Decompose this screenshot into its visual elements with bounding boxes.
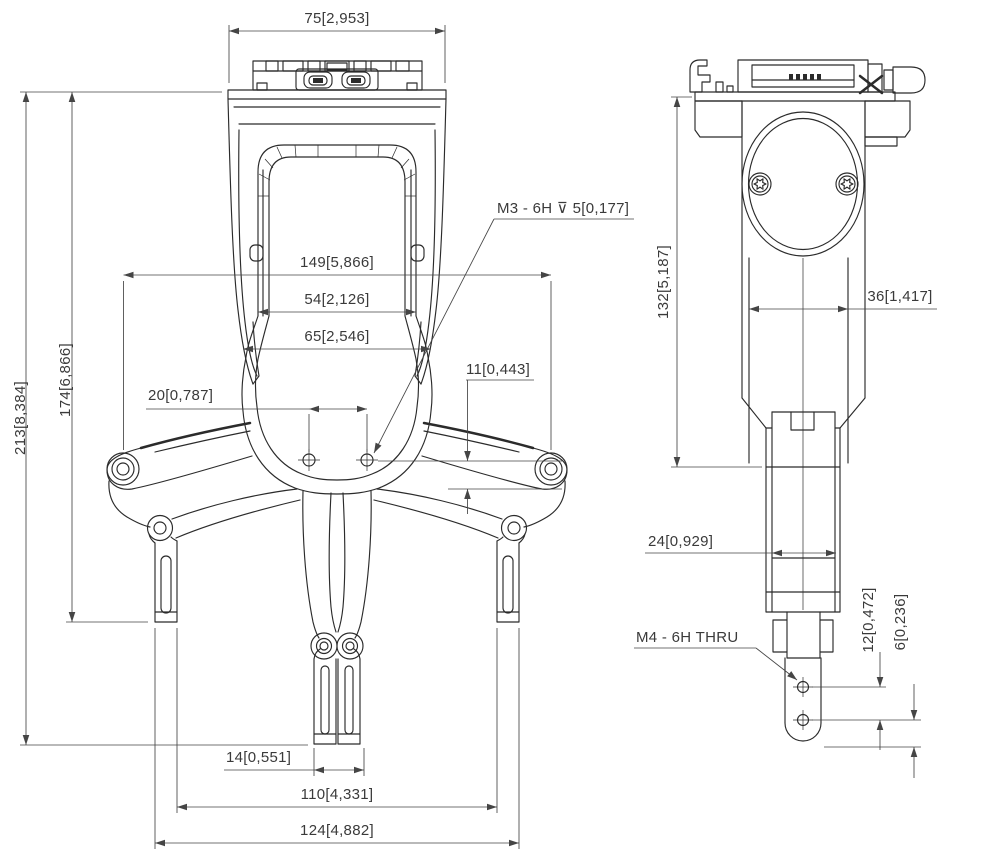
front-dimensions: 75[2,953] 213[8,384] 174[6,866] 149[5,86… [12, 10, 634, 849]
thread-callout-m3-label: M3 - 6H ⊽ 5[0,177] [497, 200, 629, 217]
front-arch [257, 144, 417, 317]
dim-174-label: 174[6,866] [57, 343, 74, 417]
pivot-hole [534, 452, 568, 486]
dim-65-label: 65[2,546] [304, 328, 369, 345]
pivot-hole [106, 452, 140, 486]
dim-110-label: 110[4,331] [301, 786, 374, 803]
front-housing [227, 98, 447, 385]
side-fingertip [784, 657, 822, 742]
dim-124-label: 124[4,882] [300, 822, 374, 839]
front-bell-body [241, 315, 433, 495]
front-right-arm [373, 421, 568, 623]
side-view: 132[5,187] 36[1,417] 24[0,929] M4 - 6H T… [634, 59, 937, 778]
side-body [694, 100, 911, 610]
side-dimensions: 132[5,187] 36[1,417] 24[0,929] M4 - 6H T… [634, 96, 937, 778]
pivot-hole [336, 632, 364, 660]
dim-24-label: 24[0,929] [648, 533, 713, 550]
dim-14-label: 14[0,551] [226, 749, 291, 766]
torx-screw-icon [748, 172, 772, 196]
front-center-finger-left [313, 648, 337, 745]
torx-screw-icon [835, 172, 859, 196]
side-finger-mechanism [765, 411, 841, 659]
fingertip-hole-lower [793, 710, 813, 730]
pivot-hole [146, 514, 174, 542]
dim-132-label: 132[5,187] [655, 245, 672, 319]
front-thread-hole-left [298, 449, 320, 471]
front-mounting-plate [227, 89, 447, 100]
side-mounting-plate [694, 91, 896, 102]
dim-12-label: 12[0,472] [860, 587, 877, 652]
dim-6-label: 6[0,236] [892, 594, 909, 651]
dim-20-label: 20[0,787] [148, 387, 213, 404]
dim-54-label: 54[2,126] [304, 291, 369, 308]
dim-213-label: 213[8,384] [12, 381, 29, 455]
dim-149-label: 149[5,866] [300, 254, 374, 271]
front-thread-hole-right [356, 449, 378, 471]
front-view: 75[2,953] 213[8,384] 174[6,866] 149[5,86… [12, 10, 634, 849]
front-left-outer-finger [148, 533, 178, 623]
front-top-connector [252, 60, 423, 91]
fingertip-hole-upper [793, 677, 813, 697]
dim-11-label: 11[0,443] [466, 361, 530, 378]
side-top-connector [689, 59, 926, 95]
thread-callout-m4-label: M4 - 6H THRU [636, 629, 739, 646]
front-left-arm [106, 421, 301, 623]
front-center-finger-right [337, 648, 361, 745]
dim-36-label: 36[1,417] [867, 288, 932, 305]
pivot-hole [500, 514, 528, 542]
dim-75-label: 75[2,953] [304, 10, 369, 27]
front-right-outer-finger [496, 533, 526, 623]
front-center-fingers [302, 490, 372, 745]
